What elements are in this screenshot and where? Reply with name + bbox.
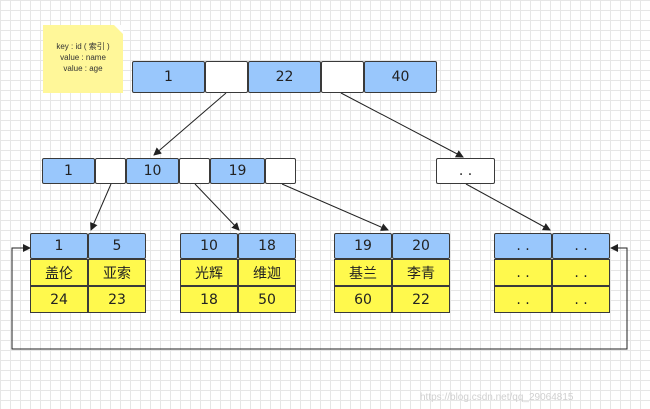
legend-name-line: value : name	[60, 53, 106, 62]
leaf1-name-2: 亚索	[88, 259, 146, 286]
l2-right-node: . .	[436, 158, 495, 184]
leaf3-age-1: 60	[334, 286, 392, 313]
leaf3-id-2: 20	[392, 233, 450, 259]
leaf2-age-2: 50	[238, 286, 296, 313]
legend-age-line: value : age	[63, 64, 103, 73]
l2-key-1: 1	[42, 158, 95, 184]
watermark: https://blog.csdn.net/qq_29064815	[420, 392, 574, 403]
arrow-root-to-left	[153, 92, 227, 156]
l2-pointer-2	[179, 158, 210, 184]
leaf4-age-1: . .	[494, 286, 552, 313]
arrow-root-to-right	[340, 92, 464, 158]
legend-key-line: key : id ( 索引 )	[56, 42, 110, 51]
root-key-1: 1	[132, 61, 205, 93]
root-key-2: 22	[248, 61, 321, 93]
root-pointer-1	[205, 61, 248, 93]
root-key-3: 40	[364, 61, 437, 93]
arrow-l2-to-leaf3	[281, 183, 389, 231]
l2-key-2: 10	[126, 158, 179, 184]
leaf1-name-1: 盖伦	[30, 259, 88, 286]
leaf1-id-2: 5	[88, 233, 146, 259]
l2-pointer-1	[95, 158, 126, 184]
leaf2-name-1: 光辉	[180, 259, 238, 286]
leaf2-age-1: 18	[180, 286, 238, 313]
arrow-l2-to-leaf2	[194, 183, 240, 231]
leaf3-id-1: 19	[334, 233, 392, 259]
leaf2-name-2: 维迦	[238, 259, 296, 286]
l2-pointer-3	[265, 158, 296, 184]
leaf4-name-1: . .	[494, 259, 552, 286]
l2-key-3: 19	[210, 158, 265, 184]
legend-note: key : id ( 索引 ) value : name value : age	[43, 25, 123, 93]
root-pointer-2	[321, 61, 364, 93]
arrow-l2-to-leaf1	[90, 183, 112, 231]
leaf3-age-2: 22	[392, 286, 450, 313]
leaf1-age-1: 24	[30, 286, 88, 313]
arrow-right-to-leaf4	[465, 183, 551, 231]
leaf1-age-2: 23	[88, 286, 146, 313]
leaf4-id-2: . .	[552, 233, 610, 259]
leaf2-id-1: 10	[180, 233, 238, 259]
leaf2-id-2: 18	[238, 233, 296, 259]
leaf4-age-2: . .	[552, 286, 610, 313]
leaf1-id-1: 1	[30, 233, 88, 259]
leaf3-name-2: 李青	[392, 259, 450, 286]
leaf3-name-1: 基兰	[334, 259, 392, 286]
leaf4-name-2: . .	[552, 259, 610, 286]
leaf4-id-1: . .	[494, 233, 552, 259]
